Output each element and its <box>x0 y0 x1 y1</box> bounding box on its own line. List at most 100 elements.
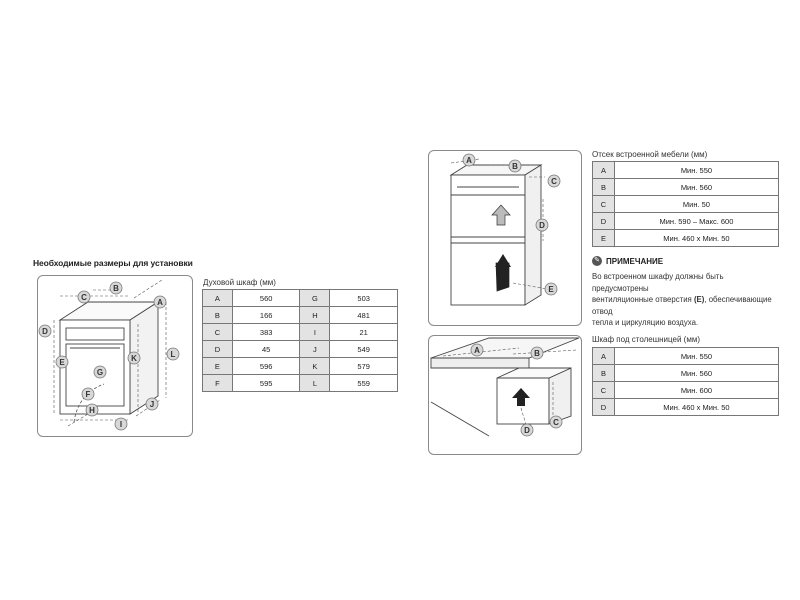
key-cell: C <box>592 195 615 213</box>
label-k: K <box>131 354 137 363</box>
key-cell: D <box>592 212 615 230</box>
built-in-labels: A B C D E <box>462 153 561 296</box>
key-cell: J <box>299 340 331 358</box>
value-cell: 383 <box>231 323 301 341</box>
label-d: D <box>524 426 530 435</box>
label-l: L <box>171 350 176 359</box>
label-d: D <box>539 221 545 230</box>
key-cell: B <box>202 306 233 324</box>
label-c: C <box>551 177 557 186</box>
note-title: ПРИМЕЧАНИЕ <box>606 256 664 266</box>
value-cell: 596 <box>231 357 301 375</box>
note-vent-ref: (E) <box>693 295 705 304</box>
value-cell: 560 <box>231 289 301 307</box>
info-icon: ✎ <box>592 256 602 266</box>
built-in-cabinet-caption: Отсек встроенной мебели (мм) <box>592 150 708 159</box>
label-c: C <box>553 418 559 427</box>
value-cell: 481 <box>329 306 398 324</box>
key-cell: H <box>299 306 331 324</box>
label-a: A <box>474 346 480 355</box>
value-cell: Мин. 560 <box>613 178 780 196</box>
note-text: Во встроенном шкафу должны быть предусмо… <box>592 271 782 329</box>
label-j: J <box>150 400 154 409</box>
key-cell: C <box>592 381 615 399</box>
label-d: D <box>42 327 48 336</box>
label-b: B <box>534 349 540 358</box>
key-cell: E <box>202 357 233 375</box>
value-cell: Мин. 460 x Мин. 50 <box>613 398 780 416</box>
key-cell: K <box>299 357 331 375</box>
label-b: B <box>512 162 518 171</box>
label-f: F <box>86 390 91 399</box>
value-cell: Мин. 460 x Мин. 50 <box>613 229 780 247</box>
label-b: B <box>113 284 119 293</box>
key-cell: L <box>299 374 331 392</box>
value-cell: 549 <box>329 340 398 358</box>
installation-title: Необходимые размеры для установки <box>33 258 193 268</box>
key-cell: B <box>592 178 615 196</box>
label-a: A <box>157 298 163 307</box>
undercounter-illustration: A B C D <box>430 337 580 437</box>
oven-labels: C B A D K L E G F J H I <box>38 281 180 431</box>
key-cell: C <box>202 323 233 341</box>
built-in-cabinet-diagram: A B C D E <box>428 150 582 326</box>
label-c: C <box>81 293 87 302</box>
key-cell: D <box>592 398 615 416</box>
undercounter-caption: Шкаф под столешницей (мм) <box>592 335 700 344</box>
key-cell: A <box>202 289 233 307</box>
label-h: H <box>89 406 95 415</box>
undercounter-labels: A B C D <box>470 343 563 437</box>
undercounter-cabinet-diagram: A B C D <box>428 335 582 455</box>
label-e: E <box>548 285 554 294</box>
oven-table-caption: Духовой шкаф (мм) <box>203 278 276 287</box>
value-cell: 503 <box>329 289 398 307</box>
value-cell: 595 <box>231 374 301 392</box>
note-line-3: тепла и циркуляцию воздуха. <box>592 318 699 327</box>
label-e: E <box>59 358 65 367</box>
oven-illustration: C B A D K L E G F J H I <box>38 279 180 431</box>
label-i: I <box>120 420 122 429</box>
key-cell: D <box>202 340 233 358</box>
key-cell: G <box>299 289 331 307</box>
label-g: G <box>97 368 103 377</box>
key-cell: E <box>592 229 615 247</box>
key-cell: I <box>299 323 331 341</box>
key-cell: B <box>592 364 615 382</box>
oven-diagram: C B A D K L E G F J H I <box>37 275 193 437</box>
value-cell: Мин. 560 <box>613 364 780 382</box>
key-cell: A <box>592 347 615 365</box>
label-a: A <box>466 156 472 165</box>
value-cell: Мин. 590 – Макс. 600 <box>613 212 780 230</box>
built-in-cabinet-illustration: A B C D E <box>449 153 561 306</box>
note-heading: ✎ ПРИМЕЧАНИЕ <box>592 256 663 266</box>
value-cell: Мин. 550 <box>613 161 780 179</box>
key-cell: F <box>202 374 233 392</box>
value-cell: Мин. 50 <box>613 195 780 213</box>
value-cell: 21 <box>329 323 398 341</box>
value-cell: Мин. 550 <box>613 347 780 365</box>
value-cell: 45 <box>231 340 301 358</box>
note-line-2-pre: вентиляционные отверстия <box>592 295 694 304</box>
key-cell: A <box>592 161 615 179</box>
note-line-1: Во встроенном шкафу должны быть предусмо… <box>592 272 724 293</box>
value-cell: Мин. 600 <box>613 381 780 399</box>
value-cell: 166 <box>231 306 301 324</box>
